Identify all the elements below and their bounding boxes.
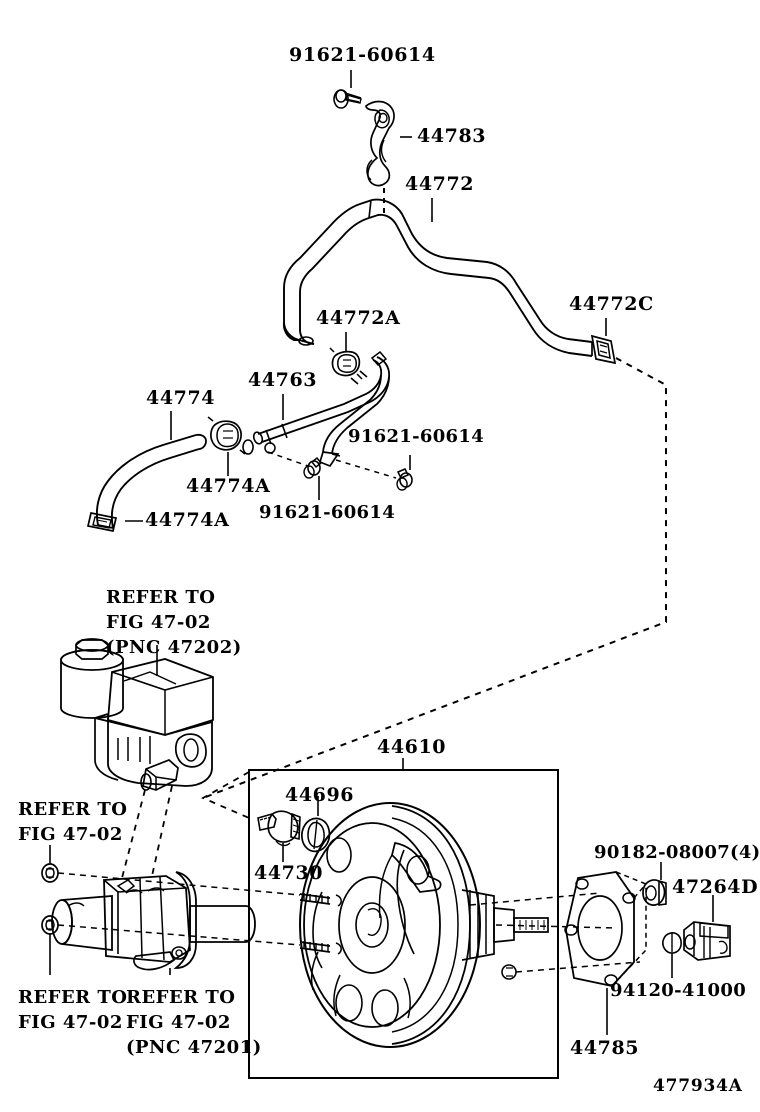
vacuum-hose-main-graphic (282, 198, 593, 357)
gasket-graphic (564, 871, 647, 987)
label-gasket: 44785 (570, 1037, 640, 1059)
label-refer-left-lower: REFER TO FIG 47-02 (18, 987, 128, 1033)
label-refer-cylinder: REFER TO FIG 47-02 (PNC 47201) (126, 987, 262, 1058)
label-hose-clip-a: 44772A (316, 307, 401, 329)
check-valve-graphic (257, 810, 301, 847)
label-hose-clip-c: 44772C (569, 293, 654, 315)
bolt-mid-left-graphic (303, 456, 323, 479)
reservoir-graphic (60, 638, 214, 791)
label-refer-reservoir: REFER TO FIG 47-02 (PNC 47202) (106, 587, 242, 658)
label-nut-94120: 94120-41000 (610, 980, 747, 1001)
hose-clip-44774a-graphic (207, 416, 246, 455)
label-vacuum-hose-main: 44772 (405, 173, 475, 195)
nut-set-graphic (642, 879, 667, 906)
booster-body-graphic (299, 802, 549, 1048)
hose-clip-c-graphic (590, 334, 617, 365)
hose-clip-a-graphic (329, 347, 363, 380)
label-vacuum-pipe: 44763 (248, 369, 318, 391)
master-cylinder-graphic (51, 871, 256, 971)
label-bolt-mid-left: 91621-60614 (259, 502, 396, 523)
cylinder-nut-upper-graphic (41, 863, 59, 883)
grommet-graphic (301, 817, 331, 853)
label-refer-left-upper: REFER TO FIG 47-02 (18, 799, 128, 845)
label-booster-assembly: 44610 (377, 736, 447, 758)
cylinder-nut-lower-graphic (41, 915, 59, 935)
label-grommet: 44696 (285, 784, 355, 806)
label-hose-44774: 44774 (146, 387, 216, 409)
figure-code: 477934A (653, 1076, 743, 1096)
hose-44774-graphic (86, 433, 207, 532)
label-check-valve: 44730 (254, 862, 324, 884)
bolt-mid-right-graphic (396, 468, 413, 491)
clamp-bracket-graphic (365, 100, 395, 187)
label-bolt-mid-right: 91621-60614 (348, 426, 485, 447)
label-bolt-top: 91621-60614 (289, 44, 436, 66)
clip-47264d-graphic (662, 921, 731, 961)
label-clip-47264d: 47264D (672, 876, 759, 898)
label-hose-clip-44774a-lower: 44774A (145, 509, 230, 531)
label-clamp-bracket: 44783 (417, 125, 487, 147)
label-nut-set: 90182-08007(4) (594, 842, 760, 863)
bolt-top-graphic (333, 89, 362, 109)
label-hose-clip-44774a-upper: 44774A (186, 475, 271, 497)
dashed-route-44772c (202, 357, 667, 799)
